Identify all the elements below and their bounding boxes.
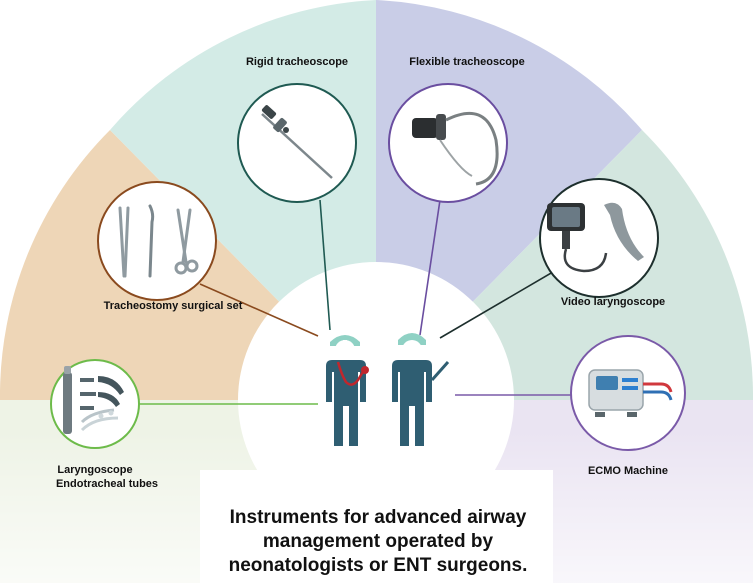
label-rigid: Rigid tracheoscope <box>246 56 348 68</box>
rigid-tracheoscope-icon <box>261 105 333 179</box>
title-backdrop <box>200 470 553 583</box>
connector-video <box>439 261 571 339</box>
title-line-2: management operated by <box>263 531 494 552</box>
tracheostomy-circle <box>97 181 217 301</box>
rigid-circle <box>237 83 357 203</box>
laryngoscope-node <box>50 359 140 449</box>
laryngoscope-circle <box>50 359 140 449</box>
video-node <box>539 178 659 298</box>
video-circle <box>539 178 659 298</box>
title-line-3: neonatologists or ENT surgeons. <box>229 555 528 576</box>
tracheostomy-icon <box>118 204 199 278</box>
label-tracheostomy: Tracheostomy surgical set <box>104 300 243 312</box>
neonatologist-figure <box>326 335 369 446</box>
label-laryngoscope-line1: Laryngoscope <box>57 464 132 476</box>
ecmo-machine-icon <box>588 369 673 417</box>
label-ecmo: ECMO Machine <box>588 465 668 477</box>
instrument-labels: Laryngoscope Endotracheal tubes Tracheos… <box>56 56 668 490</box>
ent-surgeon-figure <box>392 333 450 446</box>
label-flexible: Flexible tracheoscope <box>409 56 525 68</box>
title-line-1: Instruments for advanced airway <box>230 507 527 528</box>
label-video: Video laryngoscope <box>561 296 665 308</box>
healthcare-workers <box>326 333 450 446</box>
label-laryngoscope-line2: Endotracheal tubes <box>56 478 158 490</box>
flexible-tracheoscope-icon <box>412 111 499 186</box>
connector-lines <box>135 199 580 405</box>
video-laryngoscope-icon <box>547 202 644 273</box>
connector-tracheostomy <box>199 283 319 337</box>
connector-rigid <box>319 199 331 331</box>
connector-flexible <box>419 199 441 336</box>
flexible-node <box>388 83 508 203</box>
instrument-circles <box>50 83 686 451</box>
ecmo-node <box>570 335 686 451</box>
diagram-title: Instruments for advanced airway manageme… <box>229 507 528 576</box>
rigid-node <box>237 83 357 203</box>
laryngoscope-icon <box>63 366 124 434</box>
tracheostomy-node <box>97 181 217 301</box>
flexible-circle <box>388 83 508 203</box>
